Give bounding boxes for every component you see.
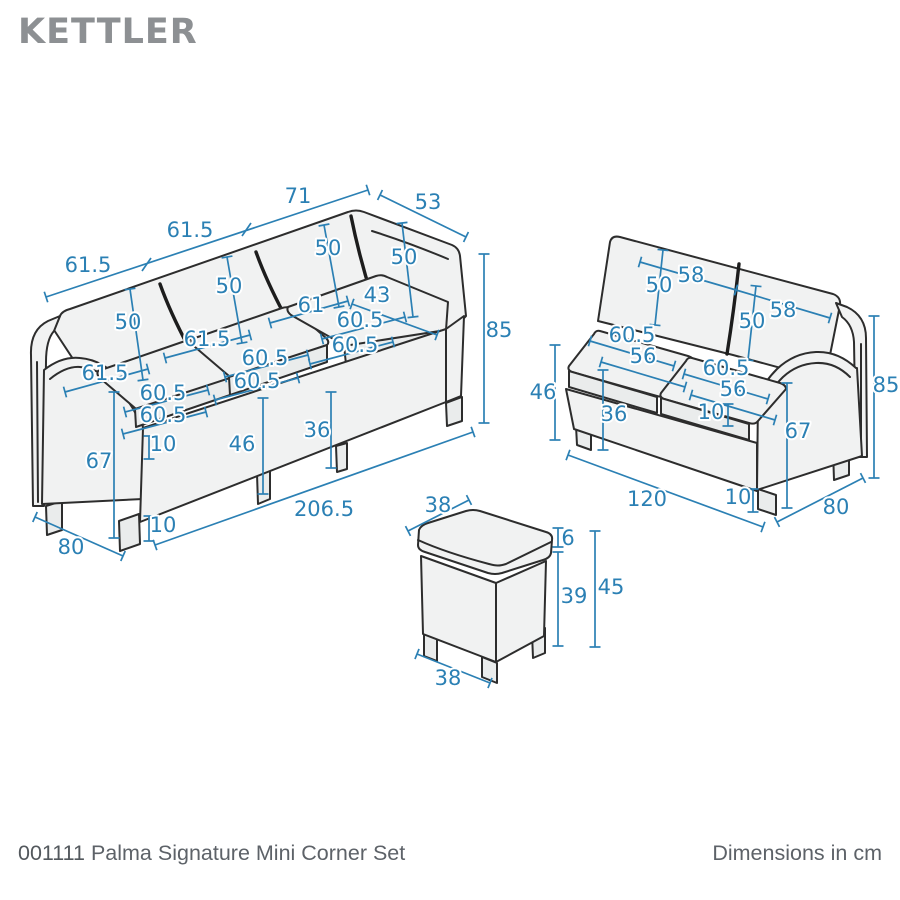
dimension-label: 67 — [785, 419, 812, 443]
dimension-label: 71 — [285, 184, 312, 208]
dimension-label: 39 — [561, 584, 588, 608]
dim-line — [120, 406, 209, 440]
dimension-label: 46 — [229, 432, 256, 456]
sofa-base-right — [445, 315, 465, 403]
dimension-label: 60.5 — [234, 369, 281, 393]
sofa-leg — [45, 500, 63, 536]
dimension-label: 46 — [530, 380, 557, 404]
dim-line — [212, 372, 301, 406]
dim-line — [742, 284, 762, 362]
dim-line — [376, 189, 470, 243]
dimension-label: 61.5 — [167, 218, 214, 242]
dimension-label: 50 — [115, 310, 142, 334]
dimension-label: 60.5 — [703, 356, 750, 380]
dimension-break-ticks — [141, 222, 252, 272]
dimension-label: 61.5 — [184, 327, 231, 351]
dim-line — [319, 311, 408, 345]
dimension-label: 53 — [415, 190, 442, 214]
dim-line — [162, 329, 253, 364]
dimension-label: 61.5 — [82, 361, 129, 385]
dimension-label: 58 — [770, 298, 797, 322]
dim-line — [31, 511, 127, 562]
product-name: Palma Signature Mini Corner Set — [90, 841, 406, 865]
dimension-label: 38 — [425, 493, 452, 517]
dimension-label: 61.5 — [65, 253, 112, 277]
dimension-label: 120 — [627, 487, 667, 511]
dimension-label: 10 — [150, 432, 177, 456]
dimension-label: 10 — [150, 513, 177, 537]
dimension-label: 50 — [315, 236, 342, 260]
sofa-leg — [445, 396, 463, 427]
dim-line — [404, 494, 473, 537]
dimension-label: 36 — [304, 418, 331, 442]
dimension-label: 56 — [720, 377, 747, 401]
brand-logo: KETTLER — [18, 12, 198, 52]
dim-line — [43, 184, 371, 303]
dimension-label: 85 — [873, 373, 900, 397]
dimension-label: 10 — [725, 485, 752, 509]
stool-drawing — [417, 509, 554, 684]
dimension-label: 36 — [601, 402, 628, 426]
dimension-label: 6 — [561, 526, 574, 550]
dimension-label: 60.5 — [609, 323, 656, 347]
dim-line — [598, 356, 688, 393]
dim-line — [773, 472, 867, 528]
units-note: Dimensions in cm — [712, 841, 882, 865]
dim-line — [318, 223, 345, 309]
product-title: 001111 Palma Signature Mini Corner Set — [18, 841, 405, 866]
stool-body-side — [495, 560, 547, 663]
product-code: 001111 — [18, 841, 85, 865]
dimension-lines — [31, 184, 880, 689]
dimension-label: 206.5 — [294, 497, 354, 521]
dimension-label: 85 — [486, 318, 513, 342]
dimension-label: 60.5 — [140, 403, 187, 427]
dimension-label: 56 — [630, 344, 657, 368]
panel-inner-line — [36, 361, 39, 503]
dim-line — [62, 363, 151, 398]
dimension-label: 80 — [58, 535, 85, 559]
dimension-label: 43 — [364, 283, 391, 307]
dimension-label: 60.5 — [242, 346, 289, 370]
dim-line — [221, 255, 248, 345]
dimension-label: 67 — [86, 449, 113, 473]
dimension-label: 50 — [646, 273, 673, 297]
dimension-label: 50 — [391, 245, 418, 269]
dim-line — [414, 648, 493, 689]
dim-line — [152, 426, 476, 551]
stool-dimension-labels: 38 6 45 39 38 — [423, 491, 627, 692]
dim-line — [267, 295, 351, 329]
dimension-label: 60.5 — [337, 308, 384, 332]
dimension-label: 50 — [739, 309, 766, 333]
dimension-label: 60.5 — [332, 333, 379, 357]
dimension-label: 50 — [216, 274, 243, 298]
dim-line — [565, 449, 766, 533]
dimension-label: 45 — [598, 575, 625, 599]
dim-line — [307, 336, 396, 370]
dimension-label: 60.5 — [140, 381, 187, 405]
sofa-leg — [335, 442, 348, 473]
dimension-label: 38 — [435, 666, 462, 690]
dimension-label: 10 — [698, 400, 725, 424]
dimension-label: 61 — [298, 293, 325, 317]
dimension-label: 80 — [823, 495, 850, 519]
dim-line — [649, 248, 669, 327]
sofa-leg — [757, 488, 777, 516]
sofa-leg — [118, 513, 141, 552]
dimension-label: 58 — [678, 263, 705, 287]
